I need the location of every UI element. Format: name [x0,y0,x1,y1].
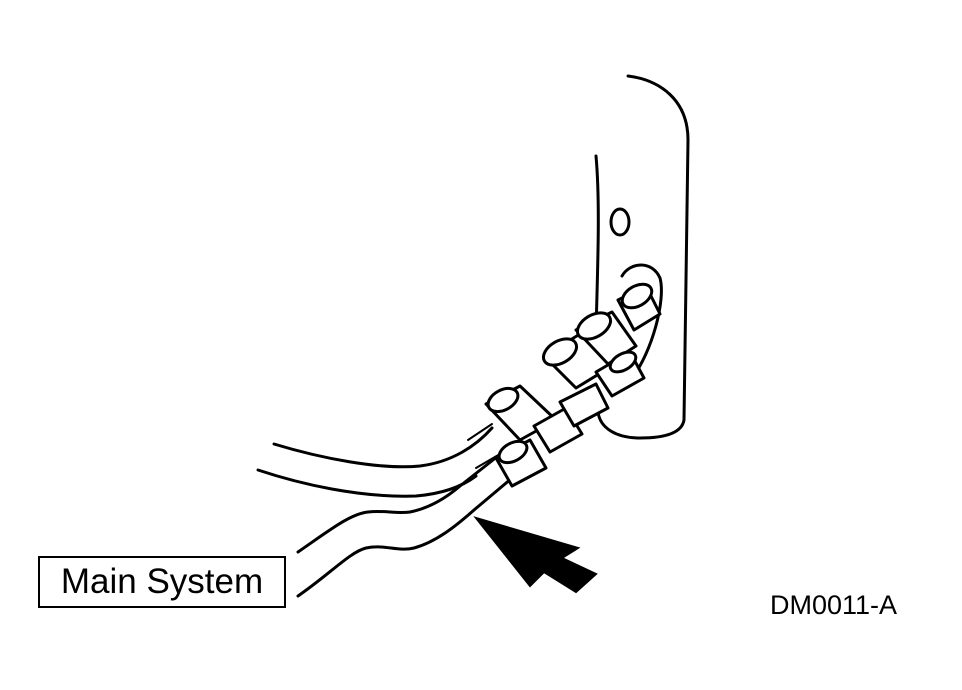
body-panel [594,74,690,440]
locator-arrow [473,516,598,594]
fitting-lower [494,350,646,488]
tube-segments [467,423,501,469]
figure-code: DM0011-A [770,590,898,620]
main-system-callout: Main System [38,556,286,608]
mounting-hole [609,207,631,237]
brake-tube [296,454,514,598]
lower-contour [256,426,494,498]
